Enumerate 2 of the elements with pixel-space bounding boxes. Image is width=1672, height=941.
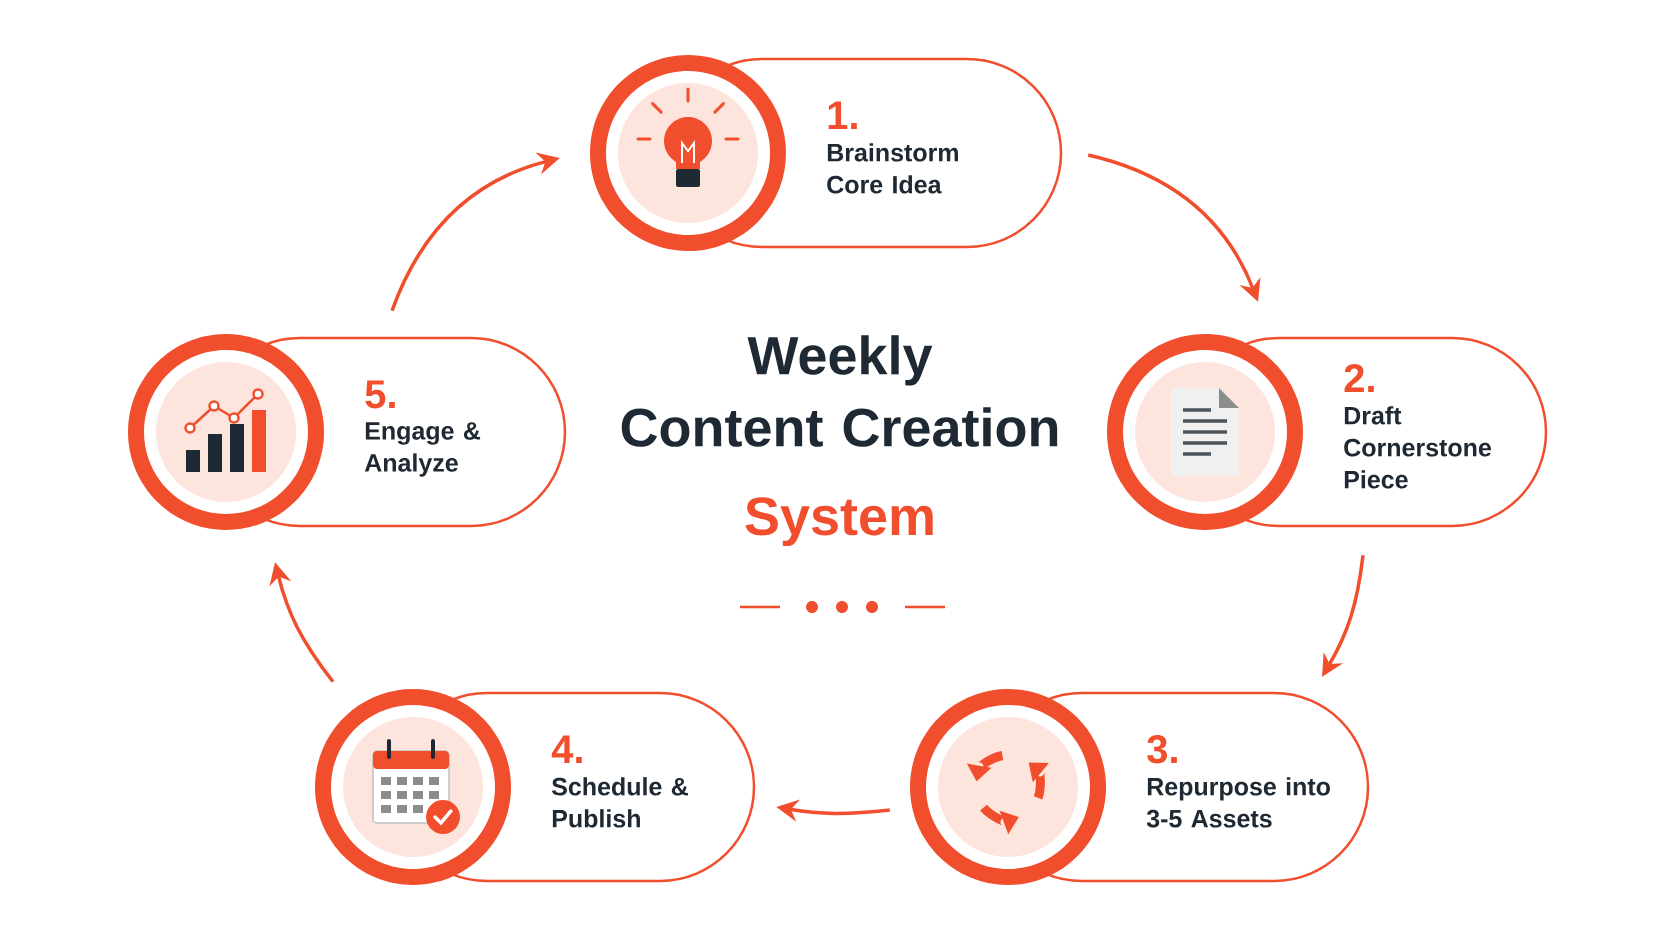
title: Weekly Content Creation (621, 335, 1058, 447)
subtitle: System (745, 497, 933, 547)
